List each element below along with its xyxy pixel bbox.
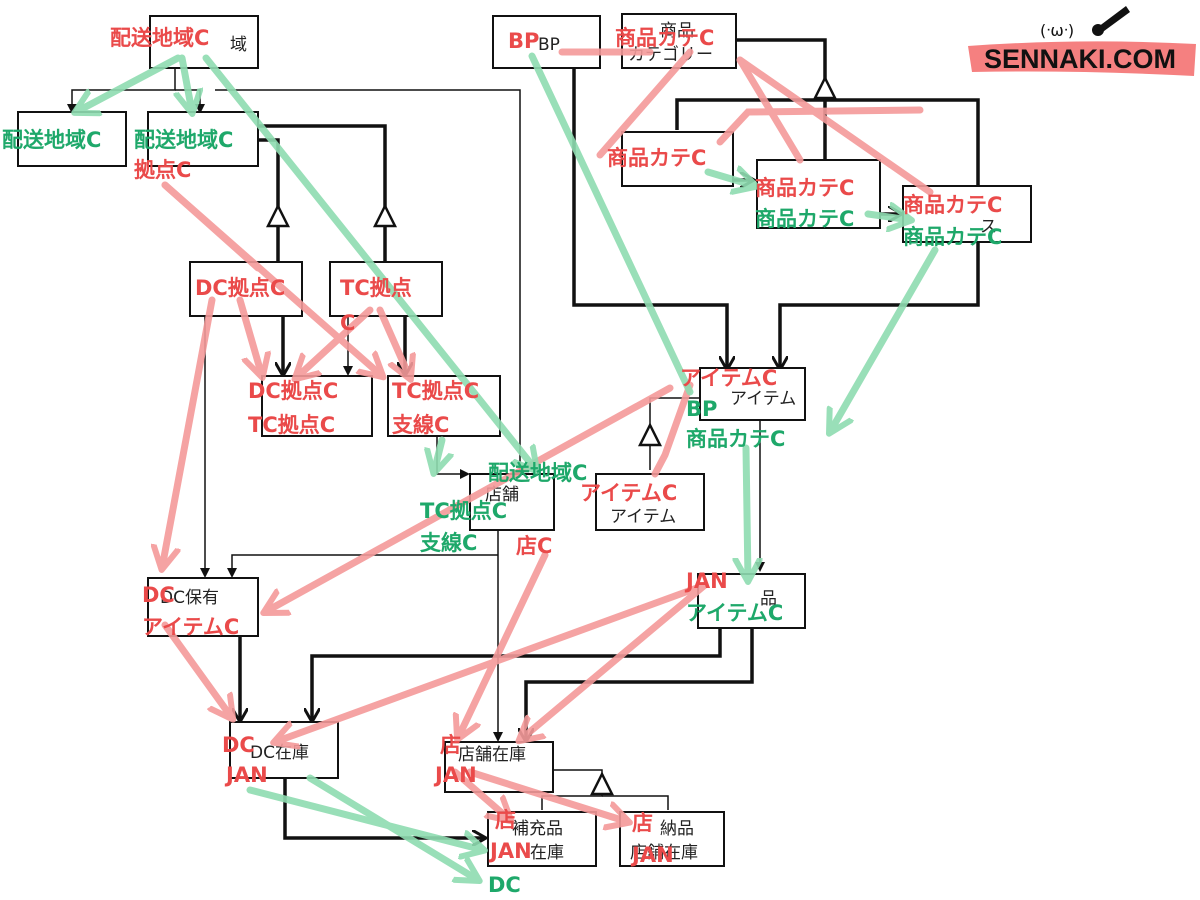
label-red: 店: [495, 808, 516, 832]
label-red: JAN: [684, 569, 728, 593]
label-red: 店: [440, 733, 461, 757]
label-red: DC拠点C: [195, 276, 285, 300]
entity-box: BP: [492, 15, 601, 69]
svg-text:納品: 納品: [660, 819, 694, 839]
label-red: 配送地域C: [110, 26, 209, 50]
logo-text: SENNAKI.COM: [984, 44, 1176, 74]
svg-text:DC在庫: DC在庫: [250, 743, 309, 763]
label-red: 商品カテC: [615, 26, 714, 50]
entity-box: アイテム: [699, 367, 806, 421]
label-red: JAN: [488, 839, 532, 863]
triangle-2: [372, 203, 398, 228]
label-red: JAN: [630, 843, 674, 867]
label-green: TC拠点C: [420, 499, 507, 523]
label-red: JAN: [224, 763, 268, 787]
label-red: 店: [632, 811, 653, 835]
entity-box: 店舗: [469, 473, 555, 531]
label-red: DC拠点C: [248, 379, 338, 403]
triangle-1: [265, 203, 291, 228]
svg-text:在庫: 在庫: [530, 843, 564, 863]
annotation-labels: 配送地域C 配送地域C 配送地域C 拠点C DC拠点C TC拠点 C DC拠点C…: [2, 26, 1002, 897]
label-red: 商品カテC: [607, 146, 706, 170]
label-green: 商品カテC: [686, 427, 785, 451]
label-red: アイテムC: [680, 366, 777, 390]
inheritance-triangles: [265, 75, 838, 796]
entity-box: [756, 159, 881, 229]
label-green: BP: [686, 397, 717, 421]
label-red: 商品カテC: [903, 193, 1002, 217]
triangle-4: [637, 422, 663, 447]
logo-face: (ᐧωᐧ): [1040, 21, 1074, 40]
label-red: アイテムC: [142, 615, 239, 639]
label-green: 商品カテC: [755, 207, 854, 231]
svg-text:DC保有: DC保有: [160, 588, 219, 608]
label-red: 店C: [516, 534, 552, 558]
svg-text:店舗在庫: 店舗在庫: [630, 843, 698, 863]
svg-text:域: 域: [230, 35, 247, 55]
entity-box: 域: [149, 15, 259, 69]
logo-brush-stroke: [968, 41, 1196, 76]
triangle-5: [589, 771, 615, 796]
label-red: DC: [222, 733, 255, 757]
label-red: TC拠点C: [248, 413, 335, 437]
label-red: アイテムC: [580, 481, 677, 505]
label-red: TC拠点C: [392, 379, 479, 403]
svg-text:店舗在庫: 店舗在庫: [458, 745, 526, 765]
label-green: 配送地域C: [134, 128, 233, 152]
svg-text:BP: BP: [538, 35, 560, 55]
svg-text:品: 品: [760, 589, 777, 609]
label-green: アイテムC: [686, 601, 783, 625]
label-red: C: [340, 311, 355, 335]
entity-box: [329, 261, 443, 317]
label-red: BP: [508, 29, 539, 53]
green-annotation-arrows: [76, 52, 939, 880]
svg-text:ス: ス: [980, 217, 997, 237]
svg-text:補充品: 補充品: [512, 819, 563, 839]
triangle-3: [812, 75, 838, 100]
svg-text:店舗: 店舗: [485, 485, 519, 505]
entity-box: アイテム: [595, 473, 705, 531]
label-red: 支線C: [392, 413, 449, 437]
label-green: 配送地域C: [488, 461, 587, 485]
entity-box: [261, 375, 373, 437]
label-red: JAN: [433, 763, 477, 787]
entity-box: [147, 111, 259, 167]
label-green: 配送地域C: [2, 128, 101, 152]
label-red: TC拠点: [340, 276, 412, 300]
entity-box: ス: [902, 185, 1032, 243]
label-green: DC: [488, 873, 521, 897]
label-green: 商品カテC: [903, 225, 1002, 249]
label-green: 支線C: [420, 531, 477, 555]
logo: SENNAKI.COM (ᐧωᐧ): [968, 6, 1196, 76]
svg-text:商品: 商品: [660, 21, 694, 41]
pen-brush-icon: [1092, 6, 1130, 36]
red-annotation-arrows: [162, 48, 934, 822]
label-red: 商品カテC: [755, 176, 854, 200]
svg-text:アイテム: アイテム: [730, 389, 796, 409]
label-red: 拠点C: [134, 158, 191, 182]
svg-text:アイテム: アイテム: [610, 507, 676, 527]
label-red: DC: [142, 583, 175, 607]
